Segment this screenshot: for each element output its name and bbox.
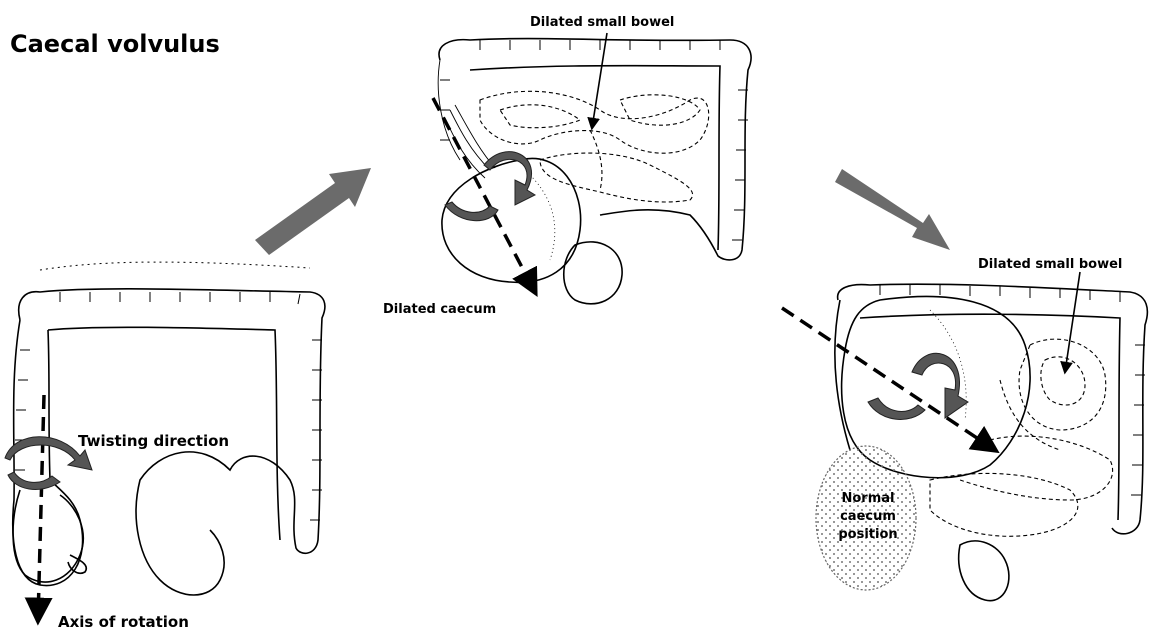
pointer-small-bowel-right: [1065, 272, 1080, 372]
twist-arrow-mid: [445, 152, 535, 221]
label-dilated-caecum: Dilated caecum: [383, 302, 496, 317]
axis-line-left: [38, 395, 44, 620]
label-dilated-small-bowel-top: Dilated small bowel: [530, 15, 674, 30]
descending-loop-mid: [564, 242, 622, 304]
label-axis-of-rotation: Axis of rotation: [58, 613, 189, 631]
small-bowel-loops-mid: [480, 91, 709, 202]
progress-arrow-1: [255, 168, 371, 255]
label-dilated-small-bowel-right: Dilated small bowel: [978, 257, 1122, 272]
label-twisting-direction: Twisting direction: [78, 432, 229, 450]
label-normal-line3: position: [828, 526, 908, 544]
twist-arrow-right: [868, 353, 968, 419]
label-normal-line1: Normal: [828, 490, 908, 508]
label-normal-line2: caecum: [828, 508, 908, 526]
axis-line-right: [782, 308, 995, 450]
transverse-colon-mid: [439, 39, 751, 260]
descending-loop-right: [959, 541, 1009, 601]
mesentery-dotted-left: [40, 262, 310, 270]
dilated-caecum-mid: [442, 158, 581, 282]
panel-twisting: [438, 39, 751, 304]
progress-arrow-2: [835, 169, 950, 250]
page-title: Caecal volvulus: [10, 30, 220, 58]
label-normal-caecum-position: Normal caecum position: [828, 490, 908, 544]
panel-normal-colon: [13, 262, 325, 595]
